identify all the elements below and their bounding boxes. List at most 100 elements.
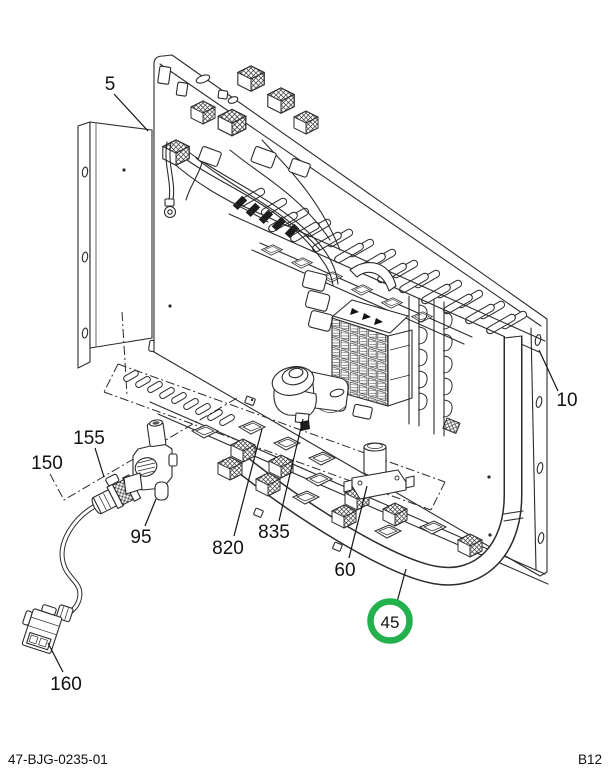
valve-tab <box>168 453 178 467</box>
terminal-cavity <box>28 634 39 645</box>
callout-835: 835 <box>258 418 304 543</box>
flange-slot <box>536 462 544 474</box>
callout-160: 160 <box>47 642 82 695</box>
flange-slot <box>535 396 543 408</box>
harness-wire <box>261 139 341 251</box>
panel-cutout <box>175 81 189 97</box>
rib <box>59 606 64 619</box>
ledge-opening <box>305 472 333 487</box>
flange-slot <box>537 532 545 544</box>
callout-45-highlighted: 45 <box>367 568 413 644</box>
doc-number: 47-BJG-0235-01 <box>8 752 108 767</box>
callout-95: 95 <box>130 498 157 548</box>
callout-label: 835 <box>258 522 290 543</box>
cover-plate-face <box>89 121 153 349</box>
leader-line <box>278 418 304 522</box>
horn-knob <box>288 367 304 379</box>
connector-stack <box>301 270 328 292</box>
assembly-axis-dashdot <box>49 397 238 501</box>
harness-wire <box>195 157 321 251</box>
ledge-opening <box>374 524 402 539</box>
rail-line <box>228 213 540 353</box>
spring-coils <box>136 458 156 476</box>
harness-wire <box>185 149 339 285</box>
cable-clip <box>442 417 461 434</box>
cable-assembly <box>21 397 238 654</box>
mounting-strap <box>349 262 397 292</box>
conduit-tube-45 <box>221 335 524 586</box>
valve-95 <box>123 419 178 501</box>
solenoid-top <box>363 442 387 452</box>
detail-line <box>389 344 411 351</box>
leader-line <box>348 485 368 559</box>
leader-line <box>113 93 149 132</box>
flange-slot <box>81 166 89 178</box>
leader-line <box>396 568 407 603</box>
panel-cutout-oval <box>227 96 239 104</box>
connector-housing <box>250 146 277 169</box>
ledge-opening <box>419 520 447 535</box>
panel-clip <box>244 395 256 406</box>
fitting-core <box>152 421 160 425</box>
screw-dot <box>168 304 172 308</box>
panel-right-fold <box>530 327 537 571</box>
harness-connector-block <box>237 65 265 92</box>
fuse-block-side <box>387 329 413 407</box>
bracket-flange <box>317 405 347 413</box>
callout-60: 60 <box>334 485 368 581</box>
flange-slot <box>81 251 89 263</box>
leader-line <box>538 349 559 392</box>
page-code: B12 <box>578 752 602 767</box>
callout-label: 820 <box>212 538 244 559</box>
callout-10: 10 <box>538 349 578 411</box>
base-ear <box>343 479 353 493</box>
ground-wire <box>165 141 171 201</box>
base-screw <box>357 480 363 486</box>
highlight-circle <box>367 598 413 644</box>
callout-820: 820 <box>212 428 263 559</box>
base-ear <box>405 475 415 489</box>
callout-label: 150 <box>31 453 63 474</box>
wire-guide-strips <box>408 295 461 437</box>
harness-connector-block <box>293 110 319 135</box>
harness-clip <box>332 541 343 552</box>
solenoid-base <box>351 469 407 500</box>
rib <box>64 608 69 620</box>
guide-strip <box>408 295 420 427</box>
callout-label: 5 <box>105 74 116 95</box>
cover-plate-5 <box>77 121 166 396</box>
connector-housing <box>288 158 311 178</box>
flange-slot <box>81 327 89 339</box>
bracket-slot <box>329 388 345 398</box>
screw-dot <box>487 475 491 479</box>
fuse-block-tab <box>352 403 373 420</box>
rail-line <box>251 249 465 345</box>
leader-line <box>144 498 157 527</box>
callout-label: 45 <box>381 613 400 632</box>
arrow-mark <box>350 308 359 315</box>
panel-cutout <box>217 89 229 100</box>
callout-150: 150 <box>31 453 63 474</box>
connector-latch <box>105 473 120 487</box>
connector-stack <box>307 310 334 332</box>
callouts: 5 10 150 155 95 160 820 835 <box>31 74 577 695</box>
horn-assembly <box>271 366 349 431</box>
plug-latch <box>22 610 33 626</box>
callout-label: 10 <box>556 390 577 411</box>
screw-dot <box>250 398 254 402</box>
guide-strip <box>433 299 445 437</box>
plug-bump <box>41 604 57 616</box>
screw-dot <box>488 533 492 537</box>
terminal-rails <box>228 194 546 353</box>
callout-label: 95 <box>130 527 151 548</box>
rail-line <box>235 202 546 342</box>
harness-wire <box>229 149 331 241</box>
arrow-mark <box>374 318 383 325</box>
inline-connector <box>91 473 142 515</box>
connector-stack <box>304 290 331 312</box>
panel-top-edge-inner <box>159 63 542 327</box>
footer: 47-BJG-0235-01 B12 <box>8 752 602 767</box>
wire-harness <box>162 65 341 286</box>
